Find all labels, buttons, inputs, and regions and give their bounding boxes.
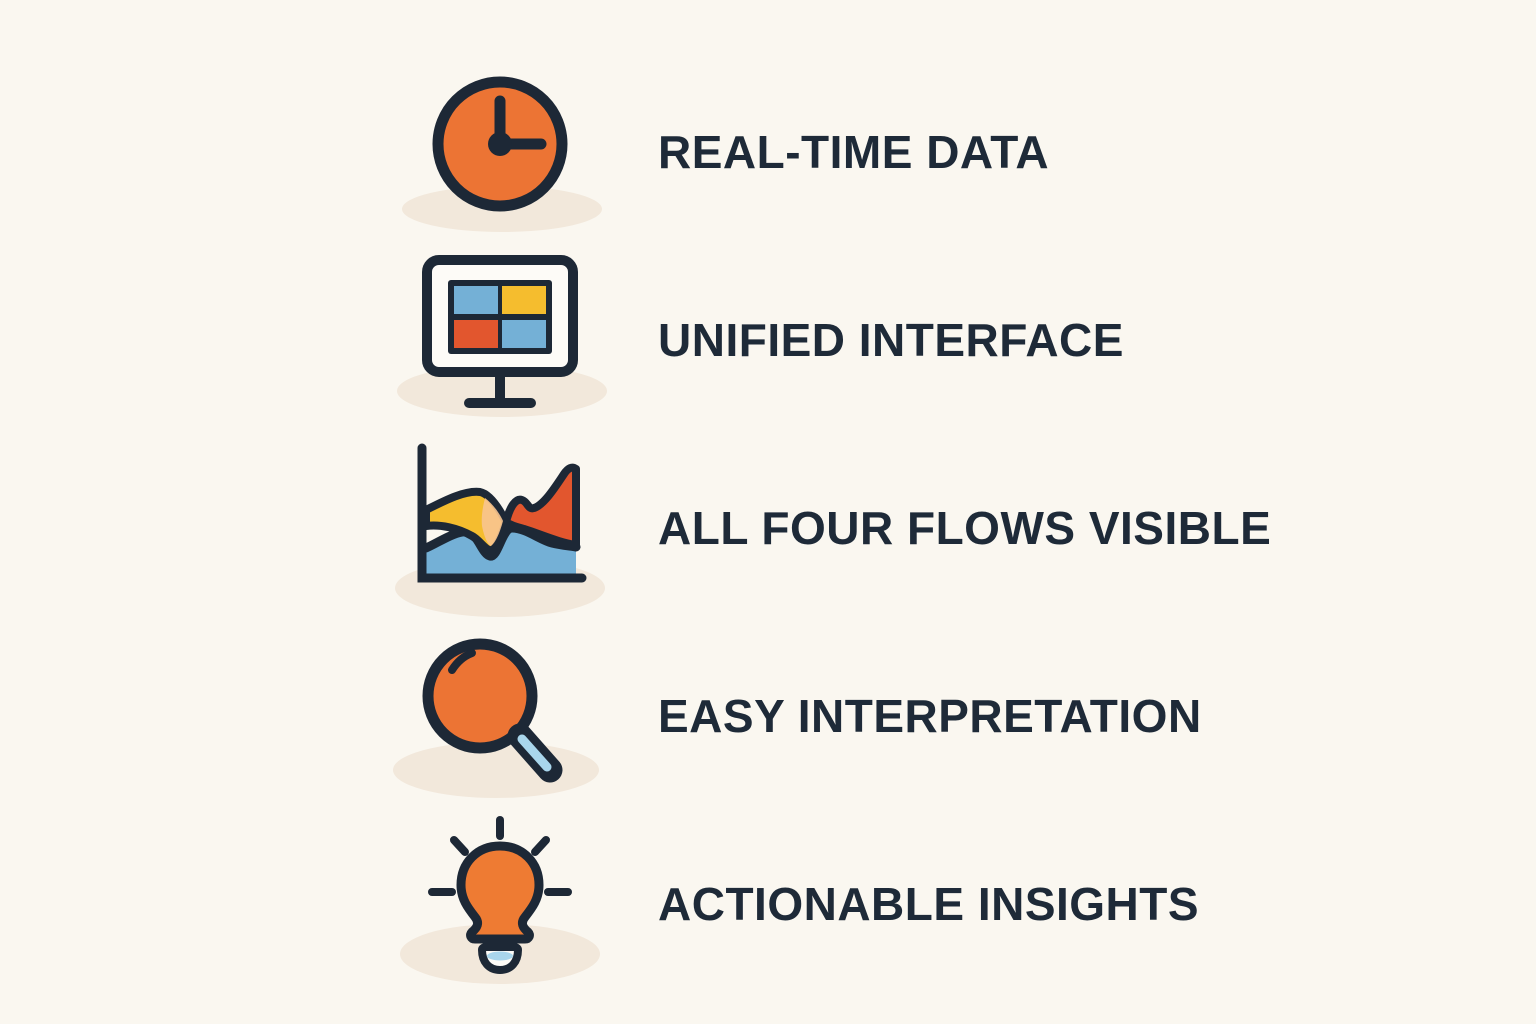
feature-row-real-time-data: REAL-TIME DATA: [0, 58, 1536, 246]
magnifier-icon: [393, 638, 599, 798]
lightbulb-icon: [400, 816, 600, 984]
lightbulb-icon: [380, 812, 620, 996]
feature-label: EASY INTERPRETATION: [658, 690, 1202, 742]
monitor-grid-icon: [397, 255, 607, 417]
feature-label: ALL FOUR FLOWS VISIBLE: [658, 502, 1272, 554]
area-chart-icon: [380, 436, 620, 620]
feature-row-easy-interpretation: EASY INTERPRETATION: [0, 622, 1536, 810]
feature-row-all-four-flows: ALL FOUR FLOWS VISIBLE: [0, 434, 1536, 622]
magnifier-icon: [380, 624, 620, 808]
feature-label: ACTIONABLE INSIGHTS: [658, 878, 1200, 930]
feature-list: REAL-TIME DATA UNIFIED INTERFACE: [0, 58, 1536, 998]
area-chart-icon: [395, 443, 605, 617]
feature-label: REAL-TIME DATA: [658, 126, 1050, 178]
clock-icon: [402, 76, 602, 232]
clock-icon: [380, 60, 620, 244]
monitor-grid-icon: [380, 248, 620, 432]
feature-label: UNIFIED INTERFACE: [658, 314, 1124, 366]
feature-row-actionable-insights: ACTIONABLE INSIGHTS: [0, 810, 1536, 998]
feature-row-unified-interface: UNIFIED INTERFACE: [0, 246, 1536, 434]
